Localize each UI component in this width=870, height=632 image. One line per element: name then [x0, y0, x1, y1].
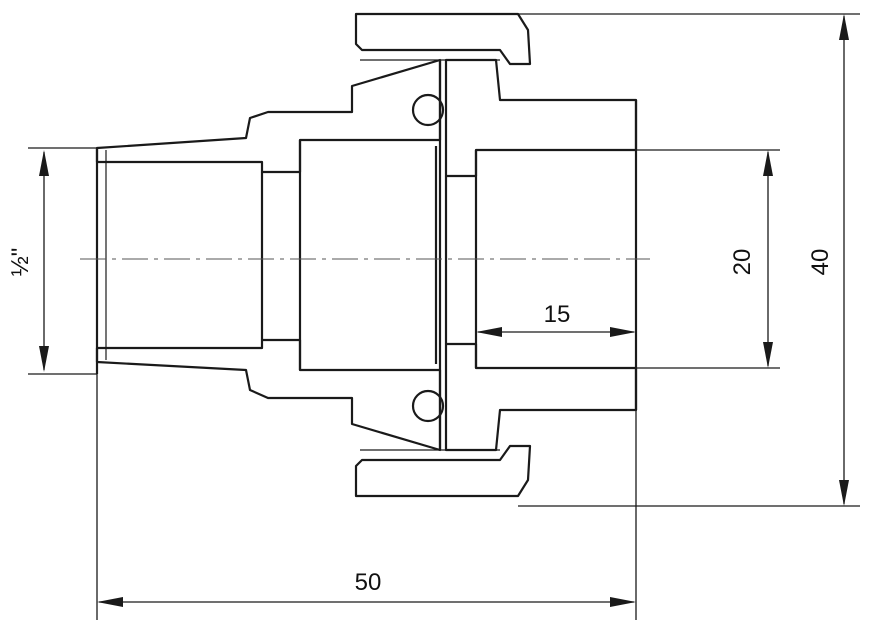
label-socket-bore: 20 — [729, 249, 756, 276]
label-outer-diameter: 40 — [807, 249, 834, 276]
o-ring-top — [411, 93, 445, 127]
label-thread-size: ½" — [7, 248, 34, 277]
extension-lines — [28, 13, 860, 620]
dimension-overall-length — [97, 597, 636, 607]
bore-contours — [95, 100, 638, 410]
plastic-socket-section — [444, 58, 638, 452]
label-socket-depth: 15 — [544, 301, 571, 328]
o-ring-bottom — [411, 389, 445, 423]
dimension-socket-depth — [476, 327, 636, 337]
dimension-bore — [763, 150, 773, 368]
dimension-thread — [39, 150, 49, 372]
dimension-outer — [839, 14, 849, 506]
union-nut-section — [354, 12, 532, 498]
metal-body-section — [95, 58, 442, 452]
label-overall-length: 50 — [355, 569, 382, 596]
